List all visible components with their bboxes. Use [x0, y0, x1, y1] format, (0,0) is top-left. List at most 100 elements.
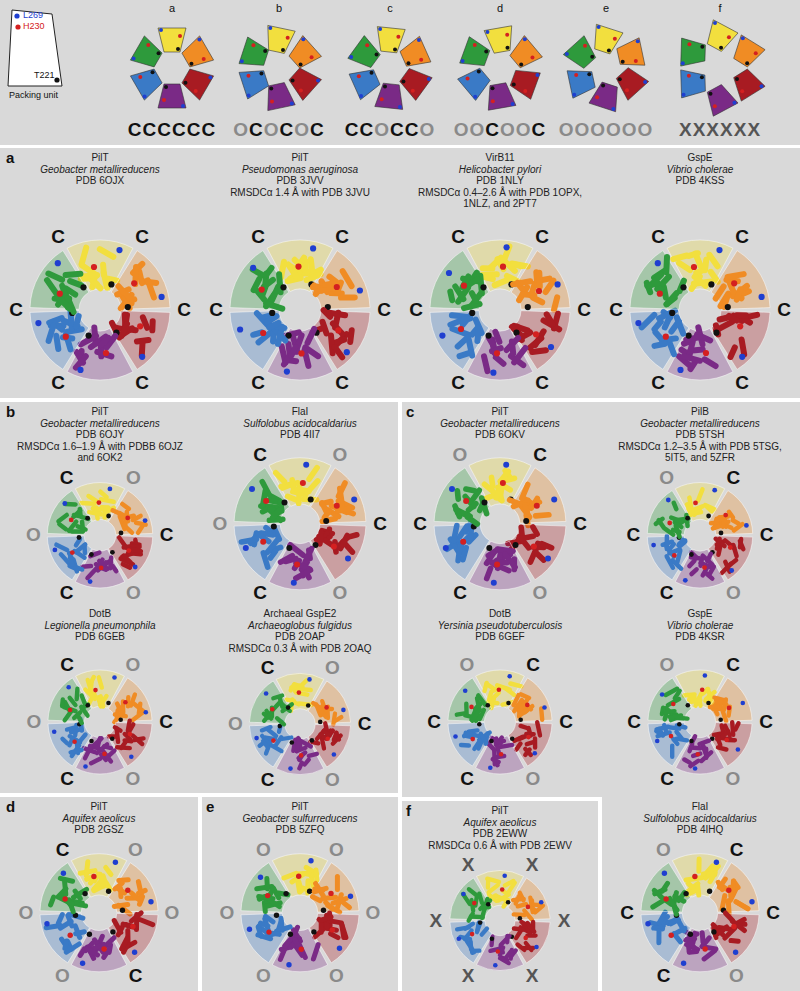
residue-dot	[357, 287, 363, 293]
helix-cylinder	[729, 316, 737, 321]
residue-dot	[250, 265, 256, 271]
helix-cylinder	[500, 947, 503, 955]
helix-cylinder	[350, 330, 352, 342]
conformation-symbol: C	[135, 373, 149, 393]
atpase-hexamer	[448, 670, 552, 774]
helix-cylinder	[88, 568, 97, 578]
helix-cylinder	[320, 709, 326, 717]
residue-dot	[324, 705, 329, 710]
residue-dot	[724, 738, 729, 743]
helix-cylinder	[723, 731, 729, 736]
helix-cylinder	[498, 549, 513, 551]
protein-name: PilT	[412, 805, 588, 817]
residue-dot	[714, 860, 719, 865]
state-symbol: C	[172, 119, 187, 140]
pdb-note: RMSDCα 1.6–1.9 Å with PDBB 6OJZ and 6OK2	[12, 441, 188, 464]
helix-cylinder	[491, 699, 494, 709]
helix-cylinder	[510, 684, 521, 687]
state-symbol: C	[345, 119, 360, 140]
helix-cylinder	[541, 709, 542, 720]
helix-cylinder	[322, 503, 327, 513]
atpase-hexamer	[40, 854, 158, 972]
helix-cylinder	[110, 558, 111, 569]
helix-cylinder	[82, 248, 87, 265]
residue-dot	[634, 59, 638, 63]
helix-cylinder	[709, 255, 717, 266]
residue-dot	[688, 932, 693, 937]
residue-dot	[635, 320, 641, 326]
conformation-symbol: C	[735, 373, 749, 393]
helix-cylinder	[87, 949, 97, 955]
helix-cylinder	[670, 898, 674, 905]
residue-dot	[282, 499, 288, 505]
conformation-symbol: C	[129, 966, 143, 986]
helix-cylinder	[298, 689, 311, 690]
species-name: Geobacter metallireducens	[12, 164, 188, 176]
helix-cylinder	[464, 733, 471, 736]
state-symbol: O	[559, 119, 575, 140]
helix-cylinder	[99, 677, 102, 687]
protein-name: PilT	[12, 152, 188, 164]
residue-dot	[745, 61, 749, 65]
packing-unit	[268, 83, 295, 111]
residue-dot	[349, 55, 353, 59]
pdb-note: PDB 4II7	[212, 429, 388, 441]
conformation-symbol: C	[60, 583, 74, 603]
helix-cylinder	[703, 556, 713, 565]
helix-cylinder	[737, 902, 749, 909]
subunit-region	[476, 670, 525, 708]
helix-cylinder	[292, 874, 304, 882]
residue-dot	[707, 889, 712, 894]
atpase-hexamer	[249, 673, 350, 774]
helix-cylinder	[511, 950, 512, 959]
subunit-region	[234, 524, 289, 579]
helix-cylinder	[716, 287, 724, 299]
atpase-hexamer	[647, 483, 752, 588]
packing-unit	[182, 36, 214, 67]
state-symbol: C	[280, 119, 295, 140]
helix-cylinder	[309, 468, 317, 480]
helix-cylinder	[134, 704, 144, 712]
helix-cylinder	[284, 357, 289, 365]
helix-cylinder	[72, 529, 83, 534]
residue-dot	[590, 55, 594, 59]
residue-dot	[741, 36, 745, 40]
residue-dot	[497, 688, 502, 693]
packing-unit	[484, 26, 512, 53]
residue-dot	[137, 323, 143, 329]
residue-dot	[119, 531, 124, 536]
state-symbol: X	[706, 119, 720, 140]
residue-dot	[365, 43, 369, 47]
conformation-symbol: C	[135, 227, 149, 247]
pdb-note: PDB 6GEF	[412, 631, 588, 643]
residue-dot	[328, 891, 333, 896]
residue-dot	[208, 75, 212, 79]
packing-unit	[158, 84, 186, 108]
helix-cylinder	[512, 264, 528, 267]
helix-cylinder	[654, 891, 660, 896]
subunit-region	[434, 468, 489, 523]
residue-dot	[525, 703, 530, 708]
helix-cylinder	[291, 685, 294, 691]
residue-dot	[321, 908, 326, 913]
residue-dot	[125, 888, 130, 893]
helix-cylinder	[86, 862, 88, 876]
state-symbol: C	[143, 119, 158, 140]
helix-cylinder	[266, 268, 272, 275]
conformation-symbol: O	[660, 655, 675, 675]
helix-cylinder	[323, 897, 336, 898]
helix-cylinder	[689, 561, 694, 567]
conformation-symbol: C	[159, 712, 173, 732]
helix-cylinder	[298, 880, 300, 892]
residue-dot	[502, 873, 507, 878]
helix-cylinder	[717, 539, 720, 549]
residue-dot	[83, 764, 88, 769]
helix-cylinder	[98, 563, 106, 571]
residue-dot	[461, 59, 465, 63]
structure-entry: FlaISulfolobus acidocaldariusPDB 4II7	[212, 406, 388, 441]
residue-dot	[601, 84, 605, 88]
helix-cylinder	[112, 566, 116, 571]
subunit-region	[47, 536, 91, 580]
conformation-symbol: O	[325, 658, 340, 678]
